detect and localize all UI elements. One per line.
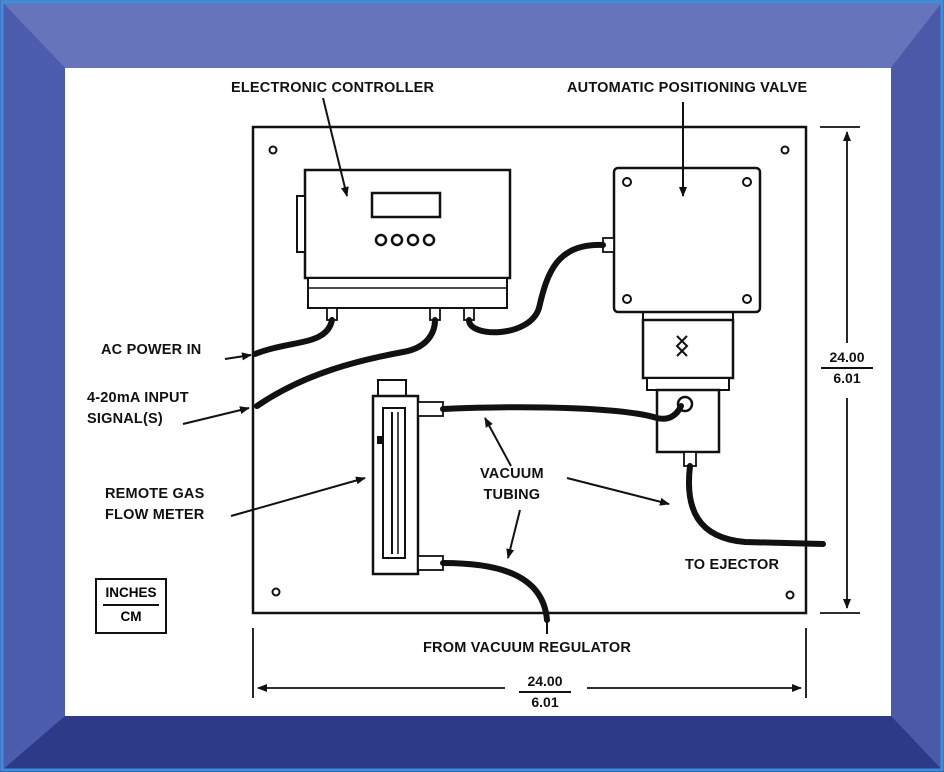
arrow-tubing-lower bbox=[506, 509, 521, 559]
frame-bevel-bottom bbox=[0, 716, 944, 772]
valve-to-ejector-tubing bbox=[686, 463, 826, 547]
dimension-width-cm: 6.01 bbox=[531, 694, 559, 710]
arrow-electronic-controller bbox=[322, 97, 349, 197]
label-electronic-controller: ELECTRONIC CONTROLLER bbox=[231, 80, 435, 96]
electronic-controller bbox=[296, 168, 512, 321]
board-hole-top-left bbox=[268, 145, 278, 155]
dimension-height-cm: 6.01 bbox=[833, 370, 861, 386]
frame-bevel-right bbox=[891, 0, 944, 772]
board-hole-bottom-left bbox=[271, 587, 281, 597]
controller-display bbox=[370, 191, 442, 219]
schematic-drawing bbox=[182, 97, 860, 698]
units-legend: INCHES CM bbox=[95, 578, 167, 634]
board-hole-bottom-right bbox=[785, 590, 795, 600]
label-to-ejector: TO EJECTOR bbox=[685, 557, 780, 573]
frame-bevel-top bbox=[0, 0, 944, 68]
arrow-flow-meter bbox=[230, 476, 366, 517]
regulator-to-meter-tubing bbox=[440, 560, 550, 623]
dimension-width-label: 24.00 6.01 bbox=[519, 672, 571, 712]
ac-power-cable bbox=[252, 317, 335, 357]
arrow-ac-power bbox=[224, 352, 252, 361]
remote-gas-flow-meter bbox=[371, 379, 444, 576]
units-legend-inches: INCHES bbox=[103, 582, 159, 606]
input-signal-cable bbox=[254, 317, 438, 409]
dimension-width-inches: 24.00 bbox=[519, 672, 571, 693]
frame-bevel-left bbox=[0, 0, 65, 772]
dimension-height-label: 24.00 6.01 bbox=[821, 348, 873, 388]
board-hole-top-right bbox=[780, 145, 790, 155]
label-ac-power-in: AC POWER IN bbox=[101, 342, 202, 358]
controller-button-1 bbox=[374, 233, 388, 247]
label-input-signal: 4-20mA INPUT SIGNAL(S) bbox=[87, 390, 189, 427]
tubing-and-cables bbox=[252, 241, 826, 623]
diagram-panel: ELECTRONIC CONTROLLER AUTOMATIC POSITION… bbox=[65, 68, 891, 716]
arrow-tubing-upper bbox=[484, 417, 512, 467]
label-remote-gas-flow-meter: REMOTE GAS FLOW METER bbox=[105, 486, 205, 523]
dimension-height-inches: 24.00 bbox=[821, 348, 873, 369]
label-vacuum-tubing: VACUUM TUBING bbox=[480, 466, 544, 503]
automatic-positioning-valve bbox=[602, 166, 762, 467]
meter-to-valve-tubing bbox=[440, 403, 684, 422]
controller-button-4 bbox=[422, 233, 436, 247]
dimension-width bbox=[252, 628, 807, 698]
callout-arrows bbox=[182, 97, 687, 559]
arrow-tubing-right bbox=[566, 477, 670, 506]
units-legend-cm: CM bbox=[120, 609, 142, 624]
arrow-input-signal bbox=[182, 406, 250, 425]
dimension-height bbox=[820, 126, 860, 614]
controller-to-valve-cable bbox=[466, 241, 606, 336]
controller-button-2 bbox=[390, 233, 404, 247]
label-from-vacuum-regulator: FROM VACUUM REGULATOR bbox=[423, 640, 631, 656]
controller-button-3 bbox=[406, 233, 420, 247]
label-automatic-positioning-valve: AUTOMATIC POSITIONING VALVE bbox=[567, 80, 808, 96]
